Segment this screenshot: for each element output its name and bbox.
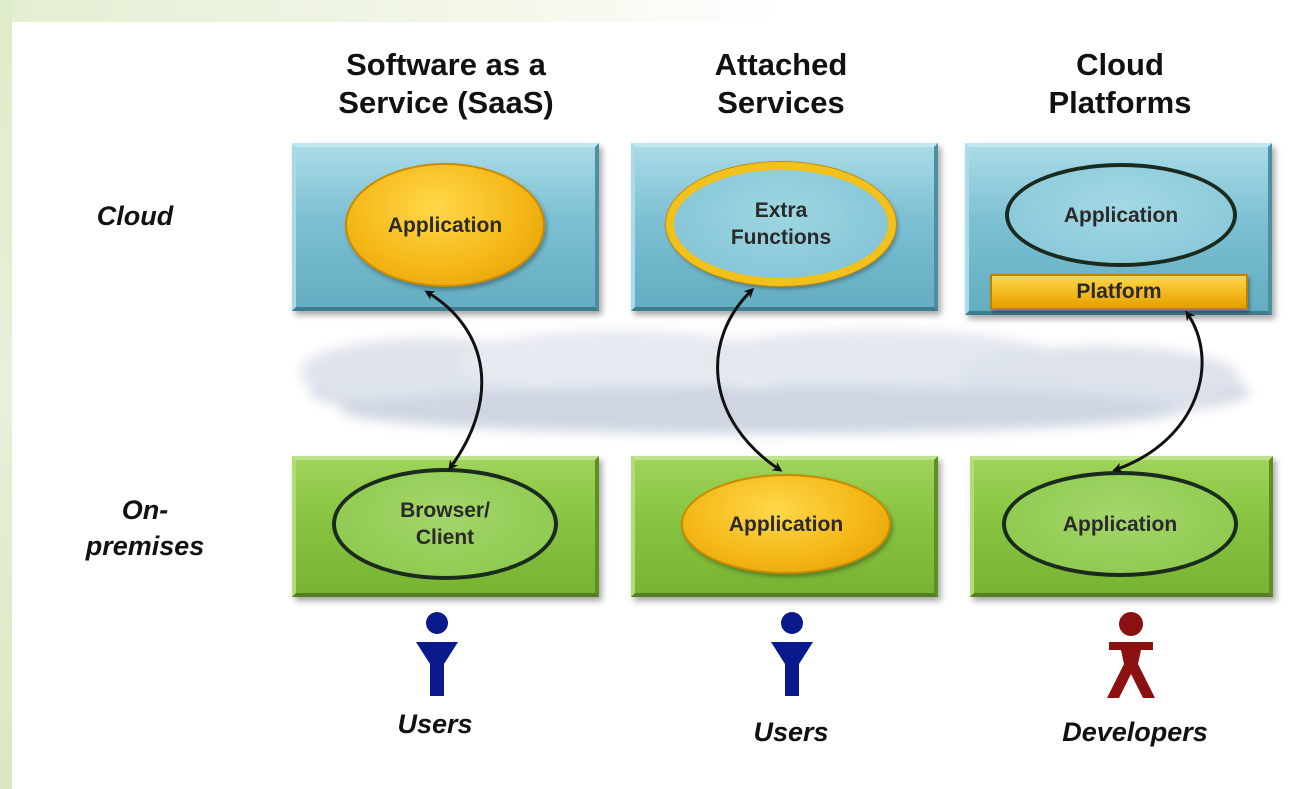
developer-icon bbox=[1107, 612, 1155, 698]
node-label-line: Application bbox=[1063, 203, 1179, 227]
cloud-node-extra-functions[interactable]: Extra Functions bbox=[666, 162, 896, 286]
column-heading-attached-services: Attached Services bbox=[636, 46, 926, 122]
node-label: Application bbox=[388, 212, 502, 239]
node-label-line: Browser/ bbox=[400, 499, 490, 522]
column-heading-line: Software as a bbox=[346, 47, 546, 82]
node-label: Extra Functions bbox=[731, 197, 831, 251]
row-label-line: premises bbox=[85, 531, 205, 561]
cloud-node-application-platform[interactable]: Application bbox=[1005, 163, 1237, 267]
premises-node-application-attached[interactable]: Application bbox=[681, 474, 891, 574]
slide-frame-top bbox=[0, 0, 1307, 22]
node-label: Application bbox=[729, 511, 843, 538]
node-label-line: Extra bbox=[754, 199, 808, 222]
row-label-line: On- bbox=[121, 495, 169, 525]
double-headed-arrow-icon bbox=[424, 290, 484, 471]
column-heading-line: Platforms bbox=[1048, 85, 1192, 120]
premises-node-browser-client[interactable]: Browser/ Client bbox=[332, 468, 558, 580]
node-label: Browser/ Client bbox=[400, 497, 490, 551]
slide-frame-left bbox=[0, 0, 12, 789]
node-label-line: Functions bbox=[730, 226, 832, 249]
node-label-line: Application bbox=[728, 512, 844, 536]
cloud-node-application-saas[interactable]: Application bbox=[345, 163, 545, 287]
actor-label-developers: Developers bbox=[1062, 717, 1208, 747]
row-label-on-premises: On- premises bbox=[55, 492, 235, 564]
node-label-line: Application bbox=[1062, 512, 1178, 536]
double-headed-arrow-icon bbox=[716, 287, 783, 472]
column-heading-cloud-platforms: Cloud Platforms bbox=[970, 46, 1270, 122]
user-icon bbox=[771, 612, 813, 696]
node-label: Application bbox=[1063, 511, 1177, 538]
node-label-line: Application bbox=[387, 213, 503, 237]
node-label: Application bbox=[1064, 202, 1178, 229]
user-icon bbox=[416, 612, 458, 696]
column-heading-line: Services bbox=[717, 85, 845, 120]
platform-bar[interactable]: Platform bbox=[990, 274, 1248, 310]
premises-node-application-platform[interactable]: Application bbox=[1002, 471, 1238, 577]
column-heading-saas: Software as a Service (SaaS) bbox=[296, 46, 596, 122]
actor-label-users: Users bbox=[753, 717, 829, 747]
row-label-cloud: Cloud bbox=[96, 201, 174, 231]
actor-label-users: Users bbox=[397, 709, 473, 739]
column-heading-line: Cloud bbox=[1076, 47, 1164, 82]
column-heading-line: Service (SaaS) bbox=[338, 85, 554, 120]
node-label-line: Client bbox=[415, 526, 475, 549]
double-headed-arrow-icon bbox=[1112, 310, 1204, 473]
column-heading-line: Attached bbox=[714, 47, 848, 82]
